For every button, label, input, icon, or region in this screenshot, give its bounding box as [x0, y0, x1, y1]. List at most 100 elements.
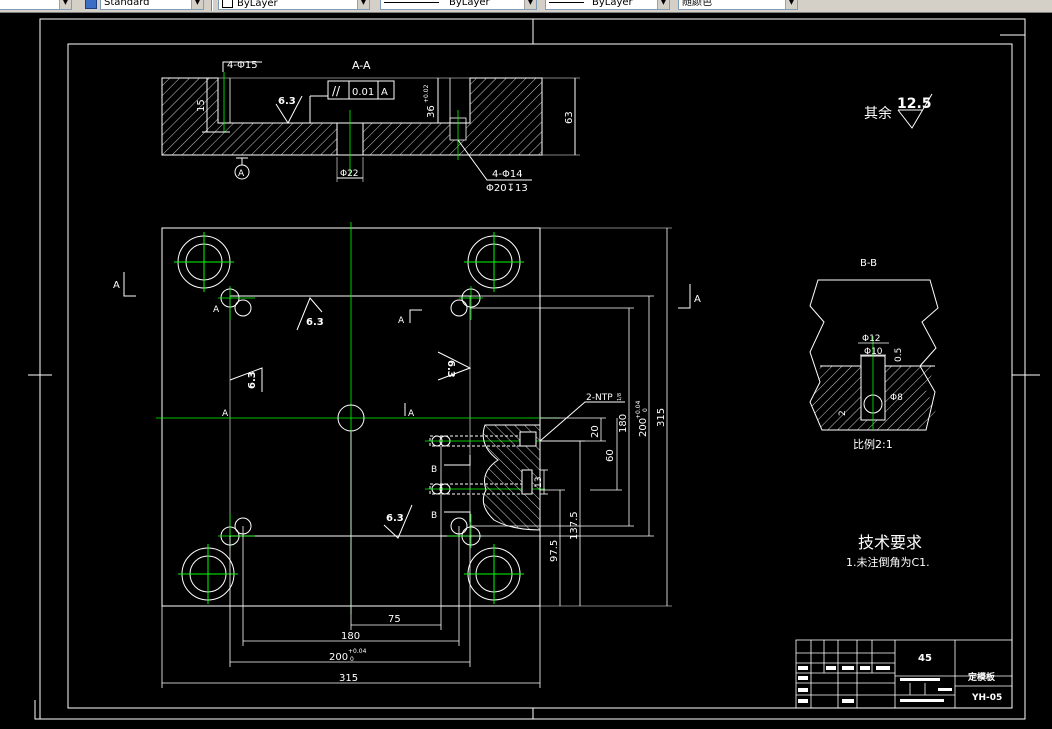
dim-180: 180 — [341, 631, 360, 642]
chevron-down-icon: ▼ — [59, 0, 71, 9]
section-aa-title: A-A — [352, 59, 371, 72]
notes-title: 技术要求 — [858, 533, 922, 552]
b-mark-2: B — [431, 511, 437, 521]
section-bb-title: B-B — [860, 258, 877, 269]
textstyle-prev-combo[interactable]: ▼ — [0, 0, 72, 10]
chevron-down-icon: ▼ — [785, 0, 797, 9]
rough-plan-3: 6.3 — [445, 360, 456, 378]
dim-63: 63 — [564, 111, 575, 124]
sect-a-mark2: A — [398, 316, 405, 326]
dim-20: 20 — [590, 425, 601, 438]
dim-200: 200 — [329, 652, 348, 663]
guide-hole-br — [464, 544, 524, 604]
sect-a-mark3: A — [222, 409, 229, 419]
dim-200-tol0: 0 — [350, 656, 354, 663]
section-aa-hatch-right — [470, 78, 542, 155]
notes-line1: 1.未注倒角为C1. — [846, 555, 930, 569]
sect-a-right: A — [694, 294, 701, 305]
chevron-down-icon: ▼ — [657, 0, 669, 9]
text-style-icon[interactable] — [85, 0, 97, 9]
rough-other-value: 12.5 — [897, 96, 932, 112]
cbore-label: Φ20↧13 — [486, 183, 528, 194]
color-swatch-icon — [222, 0, 233, 8]
layer-value: ByLayer — [237, 0, 278, 9]
dim-dia22: Φ22 — [340, 169, 359, 179]
plotstyle-value: 随颜色 — [682, 0, 712, 8]
dim-200v-tol0: 0 — [642, 408, 649, 412]
rough-plan-4: 6.3 — [386, 513, 404, 524]
bb-d10: Φ10 — [864, 347, 883, 357]
tb-name: 定模板 — [967, 671, 996, 683]
section-bb-outline — [809, 279, 939, 431]
tb-code: YH-05 — [971, 693, 1002, 703]
tol-ref: A — [381, 87, 388, 98]
plotstyle-combo[interactable]: 随颜色 ▼ — [678, 0, 798, 10]
rough-plan-1: 6.3 — [306, 317, 324, 328]
lineweight-value: ByLayer — [592, 0, 633, 8]
dim-180v: 180 — [618, 414, 629, 433]
chevron-down-icon: ▼ — [191, 0, 203, 9]
dim-315: 315 — [339, 673, 358, 684]
dim-315v: 315 — [656, 408, 667, 427]
dim-75: 75 — [388, 614, 401, 625]
tol-value: 0.01 — [352, 87, 374, 98]
bb-d8: Φ8 — [890, 393, 903, 403]
center-bore — [337, 404, 365, 432]
layer-combo[interactable]: ByLayer ▼ — [218, 0, 370, 10]
guide-hole-bl — [178, 544, 238, 604]
bb-scale: 比例2:1 — [853, 437, 893, 451]
plan-view: A A A A A A 6.3 6.3 6.3 6.3 — [113, 222, 701, 688]
section-bb: B-B Φ12 Φ10 0.5 Φ8 2 比例2:1 — [809, 258, 939, 451]
datum-label: A — [238, 169, 245, 179]
bb-d2: 2 — [838, 410, 848, 416]
sect-a-left: A — [113, 280, 120, 291]
toolbar-separator — [211, 0, 213, 11]
rough-plan-2: 6.3 — [247, 371, 258, 389]
hole4-bottom-label: 4-Φ14 — [492, 169, 523, 180]
lineweight-combo[interactable]: ByLayer ▼ — [545, 0, 670, 10]
dim-200-tol: +0.04 — [348, 648, 367, 655]
dim-97-5: 97.5 — [549, 540, 560, 562]
datum-circle — [234, 164, 250, 180]
rough-other-label: 其余 — [864, 105, 892, 122]
chevron-down-icon: ▼ — [357, 0, 369, 9]
dim-200v: 200 — [638, 418, 649, 437]
tol-symbol: // — [332, 84, 341, 98]
guide-hole-tl — [174, 232, 234, 292]
tech-notes: 技术要求 1.未注倒角为C1. — [846, 533, 930, 569]
dim-137-5: 137.5 — [569, 511, 580, 540]
dim-13: 13 — [534, 477, 544, 488]
dim-depth15: 15 — [196, 99, 207, 112]
dim-36-tol: +0.02 — [423, 84, 430, 103]
dim-60: 60 — [605, 449, 616, 462]
sheet-border — [28, 18, 1040, 720]
npt-label: 2-NTP — [586, 393, 613, 403]
bb-d05: 0.5 — [894, 348, 904, 362]
lineweight-sample-icon — [549, 1, 584, 3]
bb-d12: Φ12 — [862, 334, 881, 344]
b-mark-1: B — [431, 465, 437, 475]
linetype-sample-icon — [384, 1, 439, 3]
section-aa-hatch-left — [162, 78, 218, 155]
textstyle-combo[interactable]: Standard ▼ — [100, 0, 204, 10]
npt-sup: 1/8 — [617, 393, 623, 401]
dim-200v-tol: +0.04 — [635, 400, 642, 419]
textstyle-value: Standard — [104, 0, 150, 8]
rough-aa-value: 6.3 — [278, 96, 296, 107]
cad-toolbar: ▼ Standard ▼ ByLayer ▼ ByLayer ▼ ByLayer ▼ 随… — [0, 0, 1052, 13]
tb-material: 45 — [918, 653, 932, 664]
section-aa: A-A 4-Φ15 15 6.3 // 0.01 A — [161, 59, 580, 194]
tolerance-frame — [327, 80, 395, 100]
chevron-down-icon: ▼ — [524, 0, 536, 9]
hole4-top-label: 4-Φ15 — [227, 60, 258, 71]
sect-a-mark1: A — [213, 305, 220, 315]
dim-36: 36 — [426, 105, 437, 118]
linetype-value: ByLayer — [449, 0, 490, 8]
title-block — [795, 639, 1013, 709]
rough-other: 其余 12.5 — [864, 93, 933, 129]
title-block-fills — [798, 666, 952, 703]
sect-a-mark4: A — [408, 409, 415, 419]
linetype-combo[interactable]: ByLayer ▼ — [380, 0, 537, 10]
guide-hole-tr — [464, 232, 524, 292]
